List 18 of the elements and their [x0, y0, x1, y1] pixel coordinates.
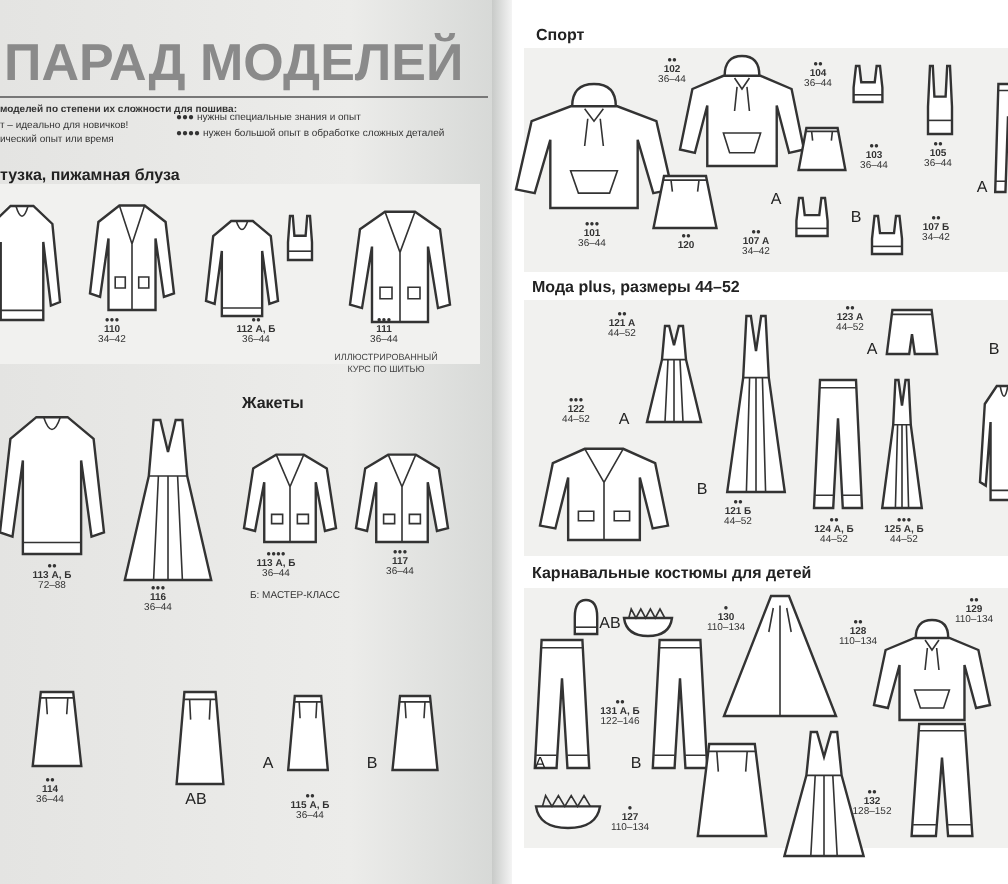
variant-letter: B: [696, 480, 708, 498]
variant-letter: B: [630, 754, 642, 772]
section-heading: Карнавальные костюмы для детей: [532, 564, 812, 582]
variant-letter: A: [262, 754, 274, 772]
section-heading: тузка, пижамная блуза: [0, 166, 180, 184]
section-heading: Спорт: [536, 26, 585, 44]
variant-letter: A: [976, 178, 988, 196]
variant-letter: B: [850, 208, 862, 226]
variant-letter: B: [366, 754, 378, 772]
section-heading: Жакеты: [242, 394, 304, 412]
page-title: ПАРАД МОДЕЛЕЙ: [4, 32, 464, 94]
variant-letter: A: [770, 190, 782, 208]
variant-letter: A: [618, 410, 630, 428]
section-heading: Мода plus, размеры 44–52: [532, 278, 740, 296]
variant-letter: AB: [599, 614, 621, 632]
variant-letter: A: [866, 340, 878, 358]
variant-letter: B: [988, 340, 1000, 358]
variant-letter: AB: [185, 790, 207, 808]
